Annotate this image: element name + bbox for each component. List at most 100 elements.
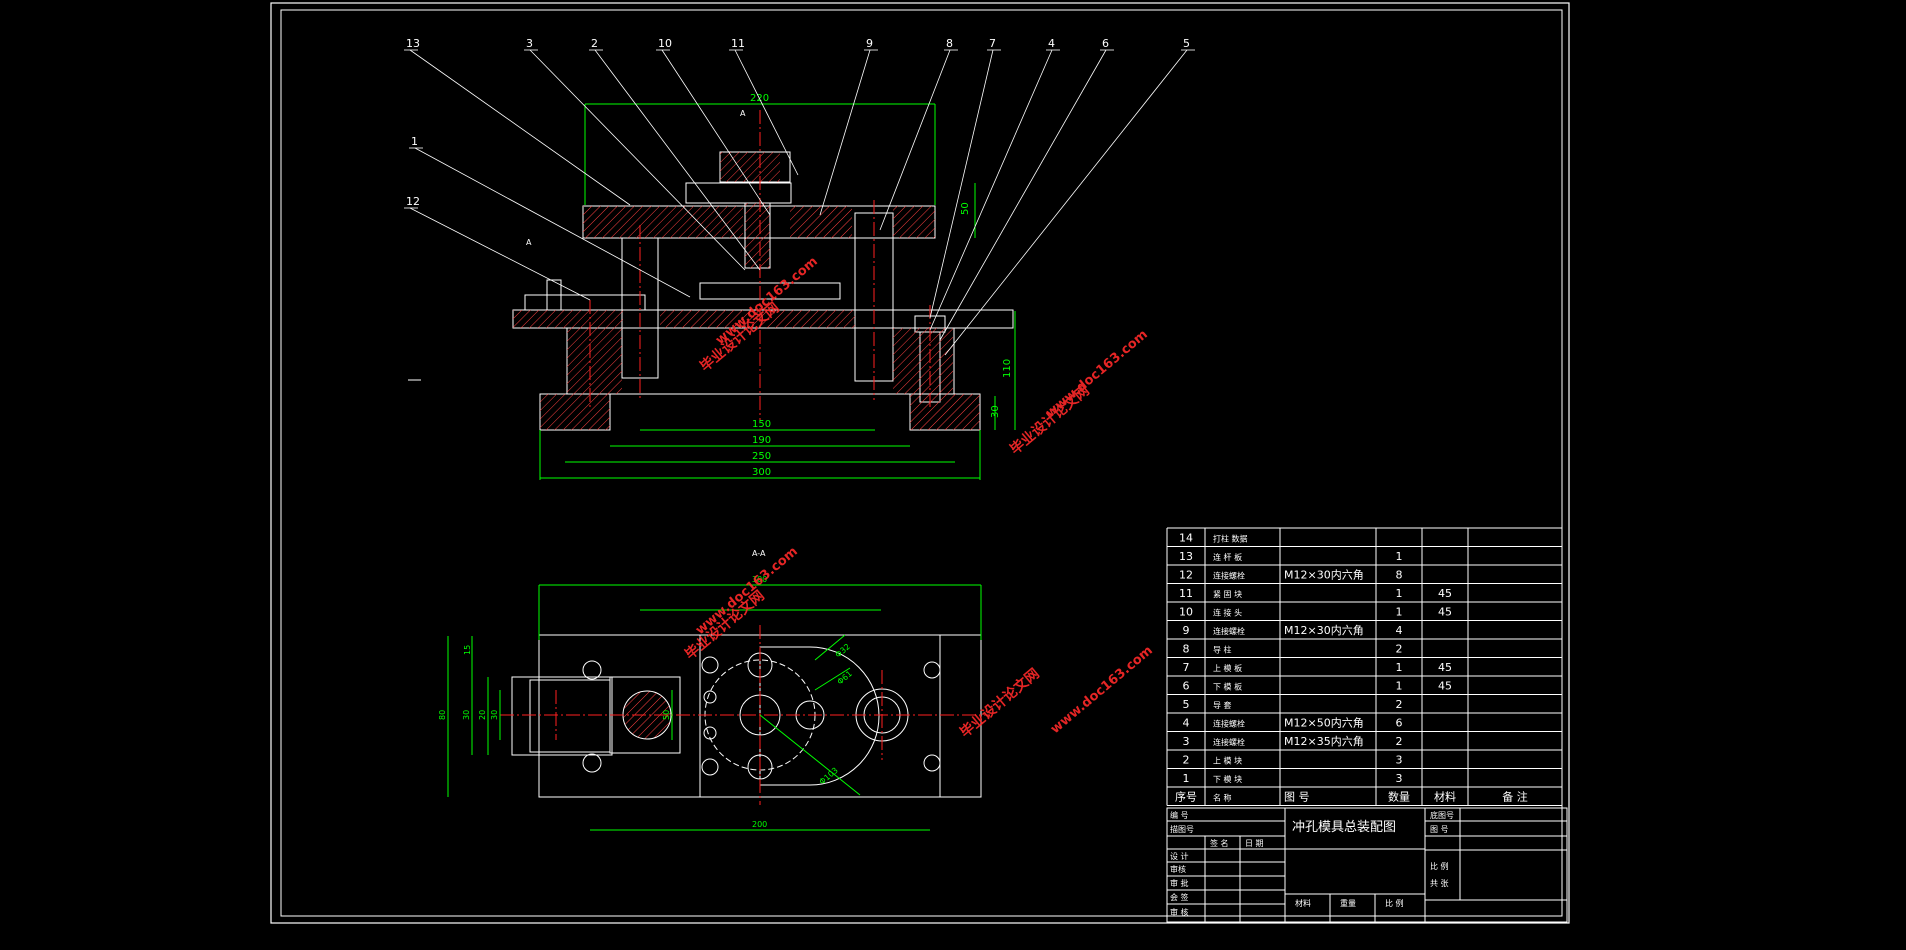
tb-label-weight: 重量 — [1340, 898, 1356, 908]
parts-row-6-name: 下 模 板 — [1213, 682, 1242, 692]
tb-label-sign: 签 名 — [1210, 838, 1229, 848]
parts-row-10-no: 10 — [1179, 606, 1193, 619]
parts-row-9-qty: 4 — [1396, 624, 1403, 637]
watermark-url-2: www.doc163.com — [1043, 327, 1151, 421]
parts-row-6-no: 6 — [1183, 680, 1190, 693]
parts-row-8-no: 8 — [1183, 643, 1190, 656]
dim-phi61: Φ61 — [836, 669, 854, 686]
parts-row-14-no: 14 — [1179, 532, 1193, 545]
leader-label-9: 9 — [866, 37, 873, 50]
leader-label-10: 10 — [658, 37, 672, 50]
dim-110: 110 — [1002, 359, 1013, 378]
watermarks: 毕业设计论文网 www.doc163.com 毕业设计论文网 www.doc16… — [682, 254, 1156, 741]
parts-row-4-qty: 6 — [1396, 717, 1403, 730]
parts-row-13-no: 13 — [1179, 550, 1193, 563]
parts-row-7-qty: 1 — [1396, 661, 1403, 674]
parts-row-5-qty: 2 — [1396, 698, 1403, 711]
parts-row-12-drawing: M12×30内六角 — [1284, 568, 1364, 582]
parts-header-no: 序号 — [1175, 790, 1197, 804]
leader-line-10 — [661, 49, 771, 216]
leader-label-7: 7 — [989, 37, 996, 50]
tb-label-no: 编 号 — [1170, 810, 1189, 820]
title-block — [1166, 807, 1568, 923]
parts-row-3-qty: 2 — [1396, 735, 1403, 748]
parts-row-13-name: 连 杆 板 — [1213, 552, 1242, 562]
parts-row-6-qty: 1 — [1396, 680, 1403, 693]
leader-line-6 — [939, 49, 1107, 341]
parts-row-9-name: 连接螺栓 — [1213, 626, 1245, 636]
tb-label-date: 日 期 — [1245, 839, 1264, 848]
parts-row-11-qty: 1 — [1396, 587, 1403, 600]
parts-row-3-drawing: M12×35内六角 — [1284, 734, 1364, 748]
dim-30b: 30 — [490, 710, 499, 720]
dim-250: 250 — [752, 451, 771, 462]
leader-label-8: 8 — [946, 37, 953, 50]
leader-line-8 — [879, 49, 951, 231]
leader-line-1 — [414, 147, 691, 298]
leader-label-2: 2 — [591, 37, 598, 50]
tb-label-material: 材料 — [1295, 898, 1311, 908]
parts-row-1-qty: 3 — [1396, 772, 1403, 785]
parts-row-5-no: 5 — [1183, 698, 1190, 711]
parts-row-4-drawing: M12×50内六角 — [1284, 716, 1364, 730]
parts-row-1-name: 下 模 块 — [1213, 774, 1242, 784]
dim-15: 15 — [463, 645, 472, 655]
tb-label-trace: 描图号 — [1170, 824, 1194, 834]
tb-label-scale: 比 例 — [1430, 861, 1449, 871]
parts-header-material: 材料 — [1434, 790, 1456, 804]
leader-label-6: 6 — [1102, 37, 1109, 50]
parts-row-4-no: 4 — [1183, 717, 1190, 730]
top-dimensions — [447, 584, 982, 831]
dim-80: 80 — [438, 710, 447, 720]
dim-150: 150 — [752, 419, 771, 430]
parts-row-11-no: 11 — [1179, 587, 1193, 600]
section-mark-a2: A — [526, 238, 532, 247]
dim-190: 190 — [752, 435, 771, 446]
leader-label-11: 11 — [731, 37, 745, 50]
watermark-cn-4: 毕业设计论文网 — [957, 665, 1043, 741]
watermark-url-4: www.doc163.com — [1048, 643, 1156, 737]
leader-label-1: 1 — [411, 135, 418, 148]
parts-row-10-material: 45 — [1438, 606, 1452, 619]
drawing-title: 冲孔模具总装配图 — [1292, 820, 1396, 835]
tb-label-ratio: 比 例 — [1385, 898, 1404, 908]
tb-label-design: 设 计 — [1170, 851, 1189, 861]
section-hatching — [513, 152, 980, 430]
front-centerlines — [589, 110, 931, 420]
parts-row-12-qty: 8 — [1396, 569, 1403, 582]
parts-row-7-name: 上 模 板 — [1213, 663, 1242, 673]
parts-header-drawing: 图 号 — [1284, 791, 1310, 804]
leader-line-13 — [409, 49, 631, 206]
parts-header-qty: 数量 — [1388, 791, 1410, 804]
dim-phi32: Φ32 — [834, 642, 852, 659]
view-label-aa: A-A — [752, 549, 766, 558]
parts-row-5-name: 导 套 — [1213, 700, 1232, 710]
tb-label-drawno: 图 号 — [1430, 825, 1449, 834]
dim-bottom-200: 200 — [752, 820, 767, 829]
parts-row-11-name: 紧 固 块 — [1213, 589, 1242, 599]
leader-line-11 — [734, 49, 799, 176]
parts-row-13-qty: 1 — [1396, 550, 1403, 563]
parts-row-3-no: 3 — [1183, 735, 1190, 748]
tb-label-countersign: 会 签 — [1170, 892, 1189, 902]
parts-row-8-name: 导 柱 — [1213, 645, 1232, 655]
dim-300: 300 — [752, 467, 771, 478]
tb-label-approve: 审 批 — [1170, 878, 1189, 888]
parts-row-7-material: 45 — [1438, 661, 1452, 674]
front-dimensions — [539, 103, 1016, 480]
leader-line-7 — [929, 49, 994, 319]
dim-30a: 30 — [462, 710, 471, 720]
parts-row-14-name: 打柱 数据 — [1213, 534, 1248, 544]
leader-label-4: 4 — [1048, 37, 1055, 50]
parts-row-2-qty: 3 — [1396, 754, 1403, 767]
leader-label-12: 12 — [406, 195, 420, 208]
leader-line-12 — [409, 207, 591, 301]
section-mark-a1: A — [740, 109, 746, 118]
tb-label-review: 审核 — [1170, 864, 1186, 874]
parts-row-2-name: 上 模 块 — [1213, 756, 1242, 766]
parts-row-10-name: 连 接 头 — [1213, 608, 1242, 618]
leader-line-4 — [929, 49, 1053, 331]
